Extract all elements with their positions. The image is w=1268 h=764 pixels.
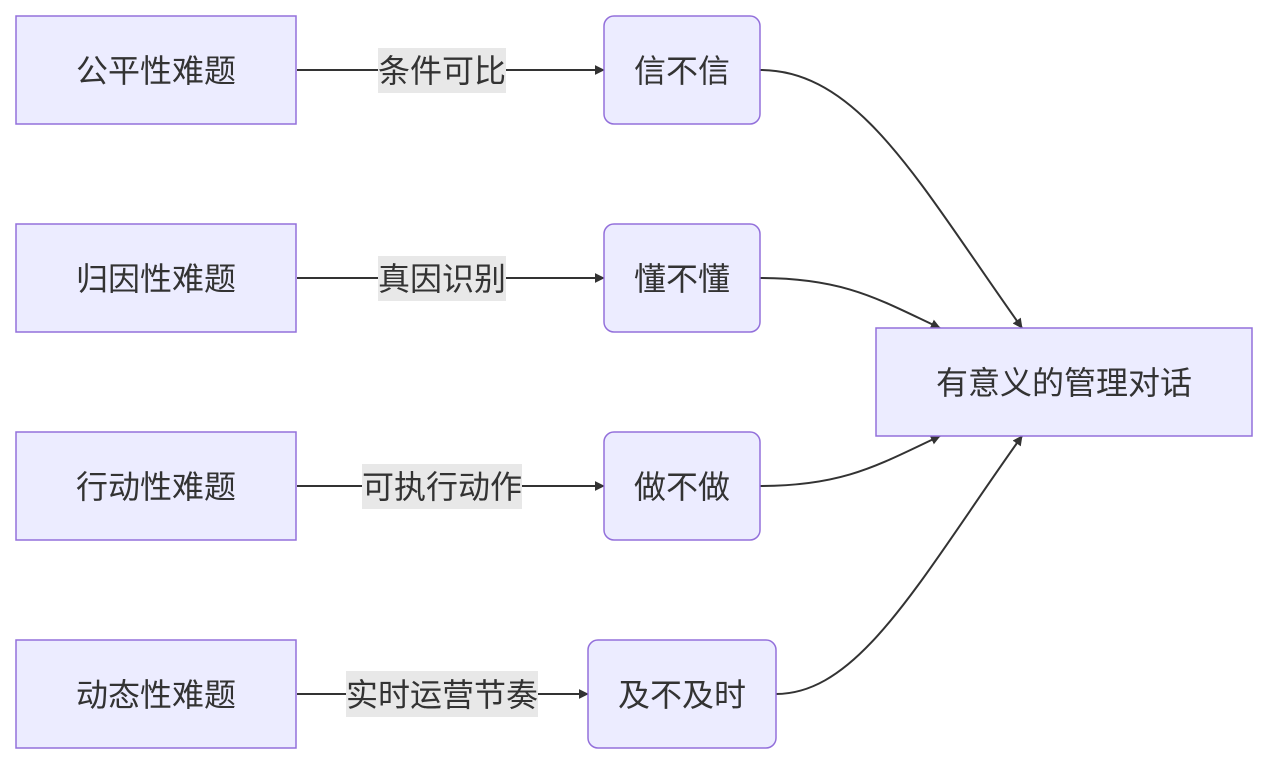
node-trust: 信不信: [603, 15, 761, 125]
edge-label-executable-action: 可执行动作: [362, 464, 522, 509]
node-do: 做不做: [603, 431, 761, 541]
node-attribution-problem: 归因性难题: [15, 223, 297, 333]
node-action-problem: 行动性难题: [15, 431, 297, 541]
edge-understand-to-dialogue: [759, 277, 941, 329]
edge-label-text: 实时运营节奏: [346, 676, 538, 714]
edge-label-root-cause: 真因识别: [378, 256, 506, 301]
edge-timely-to-dialogue: [775, 435, 1023, 695]
node-label: 归因性难题: [76, 260, 236, 298]
edge-label-text: 真因识别: [378, 260, 506, 298]
edge-trust-to-dialogue: [759, 69, 1023, 329]
node-label: 做不做: [634, 468, 730, 506]
node-label: 及不及时: [618, 676, 746, 714]
edge-label-condition-comparable: 条件可比: [378, 48, 506, 93]
edge-label-text: 条件可比: [378, 52, 506, 90]
edge-do-to-dialogue: [759, 435, 941, 487]
node-label: 行动性难题: [76, 468, 236, 506]
edge-label-realtime-rhythm: 实时运营节奏: [346, 671, 538, 717]
node-label: 信不信: [634, 52, 730, 90]
node-timely: 及不及时: [587, 639, 777, 749]
node-meaningful-dialogue: 有意义的管理对话: [875, 327, 1253, 437]
node-understand: 懂不懂: [603, 223, 761, 333]
node-dynamic-problem: 动态性难题: [15, 639, 297, 749]
node-label: 有意义的管理对话: [936, 364, 1192, 402]
node-label: 公平性难题: [76, 52, 236, 90]
node-fairness-problem: 公平性难题: [15, 15, 297, 125]
node-label: 动态性难题: [76, 676, 236, 714]
edge-label-text: 可执行动作: [362, 468, 522, 506]
node-label: 懂不懂: [634, 260, 730, 298]
